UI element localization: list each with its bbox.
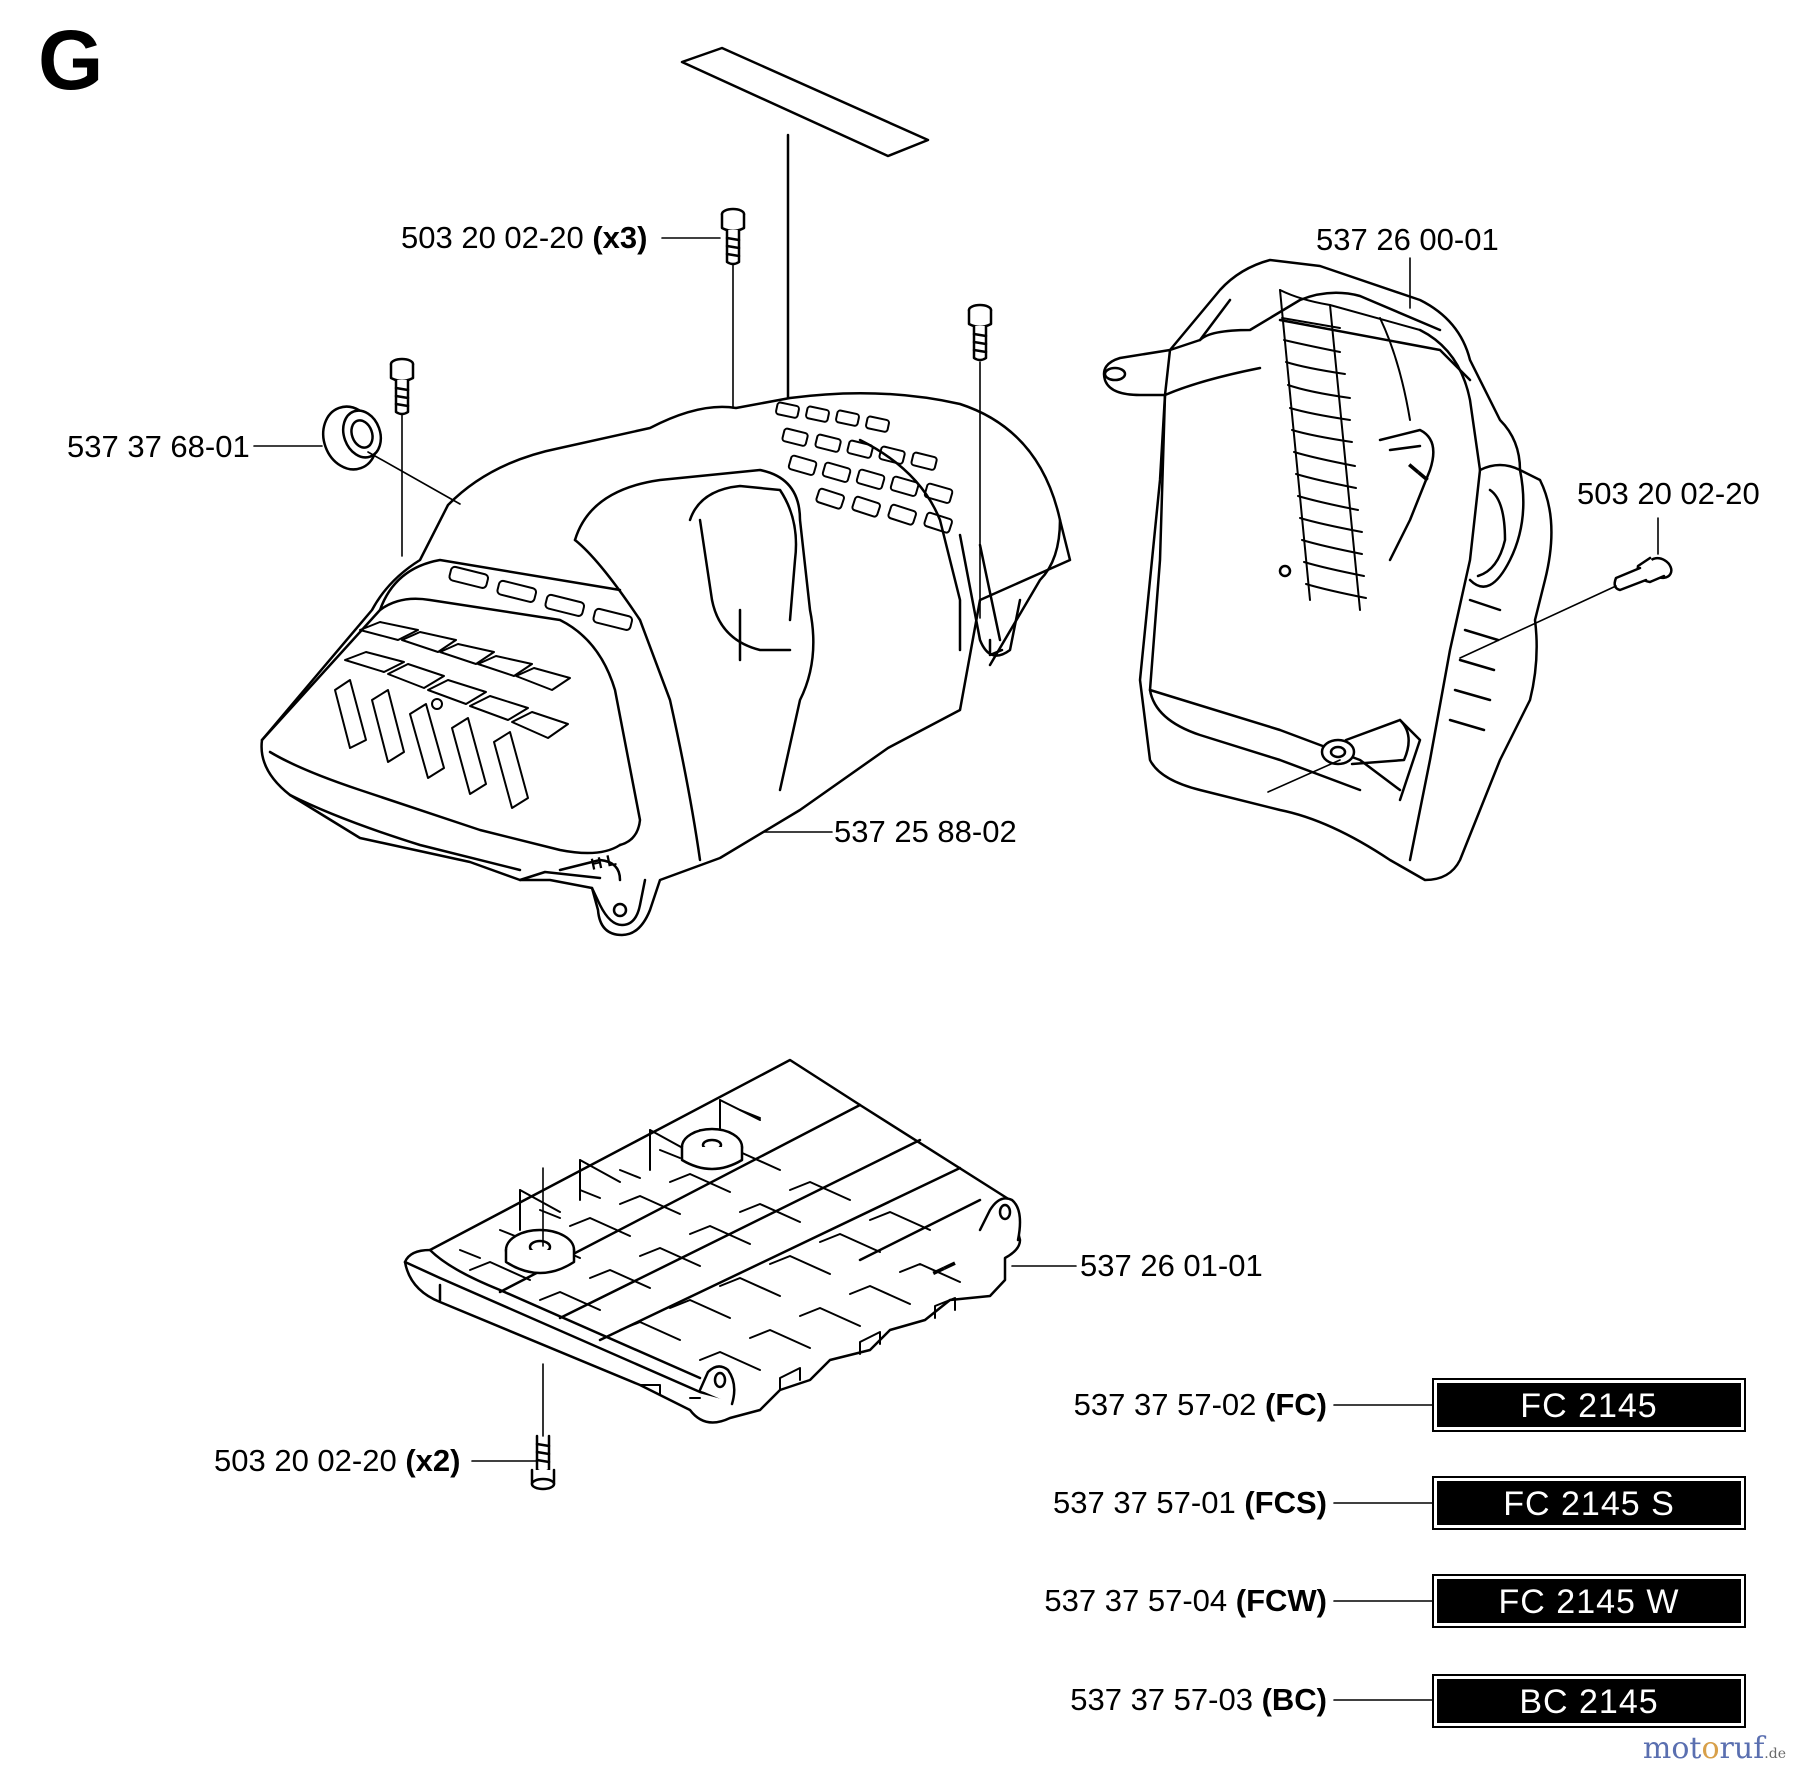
watermark-part3: ruf	[1719, 1731, 1765, 1766]
watermark-logo: motoruf.de	[1643, 1734, 1786, 1764]
bottom-cover-drawing: ▬▬	[403, 1058, 1022, 1424]
part-number: 537 37 57-03	[1070, 1682, 1253, 1717]
top-cover-rear-vents	[775, 401, 954, 534]
leader-lines	[253, 237, 1659, 1701]
grommet-drawing	[321, 405, 383, 471]
shaft-boss	[1320, 718, 1422, 802]
bottom-cover-bosses	[504, 1127, 744, 1275]
label-decal-fc: 537 37 57-02 (FC)	[1074, 1389, 1327, 1420]
fan-housing-drawing: ▬▬	[1102, 258, 1553, 882]
quantity: (x2)	[405, 1443, 461, 1478]
label-decal-fcw: 537 37 57-04 (FCW)	[1044, 1585, 1327, 1616]
variant: (FC)	[1265, 1387, 1327, 1422]
fan-housing-grille	[1279, 289, 1421, 611]
decal-badge-fcw: FC 2145 W	[1432, 1574, 1746, 1628]
top-cover-drawing	[260, 391, 1072, 937]
variant: (BC)	[1261, 1682, 1327, 1717]
label-decal-bc: 537 37 57-03 (BC)	[1070, 1684, 1327, 1715]
watermark-part2: o	[1701, 1731, 1720, 1766]
variant: (FCW)	[1235, 1583, 1327, 1618]
part-number: 537 37 57-04	[1044, 1583, 1228, 1618]
bottom-cover-ribs	[459, 1099, 961, 1371]
label-top-cover: 537 25 88-02	[834, 814, 1017, 849]
label-bottom-cover: 537 26 01-01	[1080, 1248, 1263, 1283]
top-screws-drawing	[389, 207, 993, 416]
watermark-part1: mot	[1642, 1731, 1702, 1766]
label-screw-x2: 503 20 02-20 (x2)	[214, 1445, 460, 1476]
label-screw-single: 503 20 02-20	[1577, 476, 1760, 511]
decal-badge-fcs: FC 2145 S	[1432, 1476, 1746, 1530]
single-screw-drawing	[1613, 556, 1673, 592]
part-number: 503 20 02-20	[401, 220, 584, 255]
label-fan-housing: 537 26 00-01	[1316, 222, 1499, 257]
part-number: 537 37 57-02	[1073, 1387, 1257, 1422]
label-screw-x3: 503 20 02-20 (x3)	[401, 222, 647, 253]
variant: (FCS)	[1244, 1485, 1327, 1520]
quantity: (x3)	[592, 220, 648, 255]
label-decal-fcs: 537 37 57-01 (FCS)	[1053, 1487, 1327, 1518]
watermark-suffix: .de	[1764, 1746, 1786, 1762]
part-number: 537 37 57-01	[1053, 1485, 1236, 1520]
decal-badge-bc: BC 2145	[1432, 1674, 1746, 1728]
cover-marking: H L	[589, 852, 618, 874]
section-letter: G	[38, 13, 104, 107]
top-cover-front-grille	[334, 565, 634, 809]
label-grommet: 537 37 68-01	[67, 429, 250, 464]
part-number: 503 20 02-20	[214, 1443, 397, 1478]
bottom-screw-drawing	[530, 1434, 556, 1491]
decal-badge-fc: FC 2145	[1432, 1378, 1746, 1432]
